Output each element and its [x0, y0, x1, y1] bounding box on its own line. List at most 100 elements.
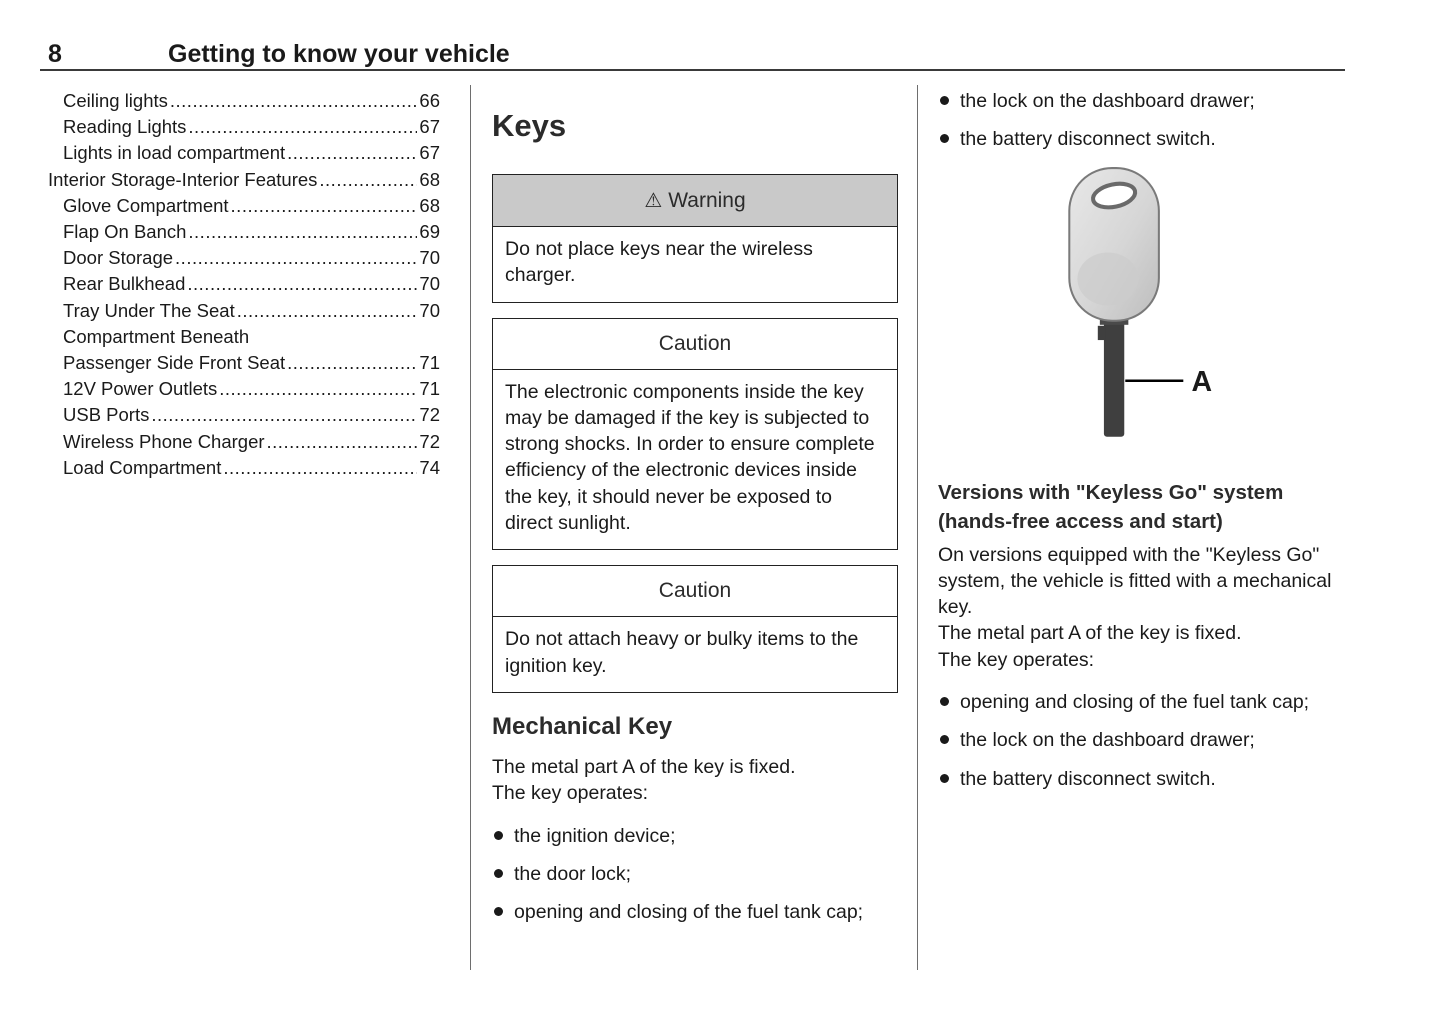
- toc-entry[interactable]: Compartment Beneath: [48, 324, 440, 350]
- mechanical-key-intro-1: The metal part A of the key is fixed.: [492, 755, 796, 778]
- toc-page-number: 68: [419, 194, 440, 216]
- toc-leader: [287, 140, 417, 166]
- toc-leader: [319, 167, 417, 193]
- toc-leader: [170, 88, 418, 114]
- toc-label: Ceiling lights: [63, 90, 168, 111]
- toc-label: Wireless Phone Charger: [63, 430, 265, 452]
- toc-entry[interactable]: Wireless Phone Charger72: [48, 429, 440, 455]
- keys-column: Keys ⚠Warning Do not place keys near the…: [492, 108, 898, 937]
- warning-box: ⚠Warning Do not place keys near the wire…: [492, 174, 898, 303]
- bullet-icon: [940, 773, 949, 783]
- toc-label: 12V Power Outlets: [63, 378, 218, 400]
- toc-label: Lights in load compartment: [63, 142, 286, 164]
- toc-label: Flap On Banch: [63, 221, 187, 243]
- toc-label: Interior Storage-Interior Features: [48, 168, 318, 190]
- toc-page-number: 72: [419, 404, 440, 426]
- list-item-text: opening and closing of the fuel tank cap…: [960, 691, 1310, 714]
- mechanical-key-intro-2: The key operates:: [492, 782, 649, 805]
- toc-entry[interactable]: 12V Power Outlets 71: [48, 376, 440, 402]
- toc-leader: [219, 376, 417, 402]
- toc-leader: [188, 219, 417, 245]
- toc-entry[interactable]: Reading Lights 67: [48, 114, 440, 140]
- toc-leader: [175, 245, 417, 271]
- toc-label: Reading Lights: [63, 116, 187, 138]
- toc-entry[interactable]: Tray Under The Seat 70: [48, 298, 440, 324]
- section-title-keys: Keys: [492, 108, 567, 143]
- header-rule: [40, 69, 1345, 71]
- mechanical-key-illustration: A: [1067, 166, 1212, 437]
- toc-page-number: 69: [419, 221, 440, 243]
- toc-page-number: 71: [419, 378, 440, 400]
- toc-entry[interactable]: Rear Bulkhead70: [48, 271, 440, 297]
- toc-leader: [237, 298, 418, 324]
- toc-label: Load Compartment: [63, 456, 222, 478]
- warning-box-body: Do not place keys near the wireless char…: [505, 238, 813, 287]
- column-divider-left: [470, 85, 471, 970]
- caution-box-1: Caution The electronic components inside…: [492, 317, 898, 551]
- toc-entry[interactable]: Glove Compartment68: [48, 193, 440, 219]
- toc-entry[interactable]: Ceiling lights 66: [48, 88, 440, 114]
- warning-box-header: ⚠Warning: [493, 175, 897, 227]
- toc-label: Passenger Side Front Seat: [63, 352, 286, 374]
- toc-leader: [223, 455, 417, 481]
- toc-entry[interactable]: Door Storage 70: [48, 245, 440, 271]
- bullet-icon: [494, 907, 503, 917]
- list-item-text: the door lock;: [514, 862, 632, 885]
- keyless-go-paragraph-1: On versions equipped with the "Keyless G…: [938, 543, 1332, 619]
- bullet-icon: [940, 96, 949, 105]
- keyless-go-paragraph-2: The metal part A of the key is fixed.: [938, 622, 1242, 645]
- list-item: opening and closing of the fuel tank cap…: [938, 689, 1336, 715]
- warning-triangle-icon: ⚠: [644, 190, 663, 212]
- caution-box-2-header: Caution: [493, 566, 897, 618]
- list-item-text: the ignition device;: [514, 824, 676, 847]
- list-item-text: the lock on the dashboard drawer;: [960, 729, 1255, 752]
- caution-box-1-body: The electronic components inside the key…: [505, 380, 875, 535]
- caution-box-2-body: Do not attach heavy or bulky items to th…: [505, 628, 859, 677]
- toc-leader: [231, 193, 418, 219]
- toc-page-number: 67: [419, 142, 440, 164]
- keyless-go-heading-line2: (hands-free access and start): [938, 509, 1223, 533]
- list-item: the battery disconnect switch.: [938, 766, 1336, 792]
- list-item-text: the battery disconnect switch.: [960, 128, 1216, 151]
- bullet-icon: [494, 830, 503, 840]
- toc-page-number: 67: [419, 116, 440, 138]
- toc-leader: [267, 429, 418, 455]
- toc-label: Tray Under The Seat: [63, 299, 235, 321]
- toc-page-number: 71: [419, 352, 440, 374]
- toc-entry[interactable]: Load Compartment74: [48, 455, 440, 481]
- key-shaft-notch: [1097, 325, 1106, 340]
- key-head-shading: [1076, 252, 1139, 306]
- list-item: the lock on the dashboard drawer;: [938, 727, 1336, 753]
- toc-page-number: 70: [419, 247, 440, 269]
- toc-entry[interactable]: Lights in load compartment 67: [48, 140, 440, 166]
- toc-entry[interactable]: Flap On Banch 69: [48, 219, 440, 245]
- toc-leader: [188, 114, 417, 140]
- toc-label: USB Ports: [63, 404, 150, 426]
- toc-column: Ceiling lights 66 Reading Lights 67 Lights…: [48, 88, 440, 481]
- toc-label: Rear Bulkhead: [63, 273, 186, 295]
- list-item-text: the battery disconnect switch.: [960, 767, 1216, 790]
- keyless-go-heading-line1: Versions with "Keyless Go" system: [938, 480, 1284, 504]
- bullet-icon: [940, 697, 949, 707]
- mechanical-key-heading: Mechanical Key: [492, 712, 673, 740]
- mechanical-key-bullet-list: the ignition device; the door lock; open…: [492, 823, 898, 926]
- toc-entry[interactable]: Passenger Side Front Seat 71: [48, 350, 440, 376]
- toc-entry[interactable]: Interior Storage-Interior Features68: [48, 167, 440, 193]
- toc-page-number: 66: [419, 90, 440, 111]
- list-item: opening and closing of the fuel tank cap…: [492, 899, 898, 925]
- list-item-text: opening and closing of the fuel tank cap…: [514, 901, 864, 924]
- toc-label: Door Storage: [63, 247, 174, 269]
- key-figure: A: [938, 165, 1336, 450]
- key-hole: [1090, 181, 1137, 209]
- toc-leader: [287, 350, 417, 376]
- keyless-go-paragraph-3: The key operates:: [938, 648, 1095, 671]
- callout-label-A: A: [1191, 366, 1212, 398]
- list-item: the battery disconnect switch.: [938, 126, 1336, 152]
- bullet-icon: [494, 868, 503, 878]
- toc-page-number: 70: [419, 299, 440, 321]
- keyless-go-bullet-list: opening and closing of the fuel tank cap…: [938, 689, 1336, 792]
- toc-entry[interactable]: USB Ports 72: [48, 402, 440, 428]
- keyless-go-heading: Versions with "Keyless Go" system (hands…: [938, 478, 1336, 536]
- caution-box-1-header: Caution: [493, 319, 897, 370]
